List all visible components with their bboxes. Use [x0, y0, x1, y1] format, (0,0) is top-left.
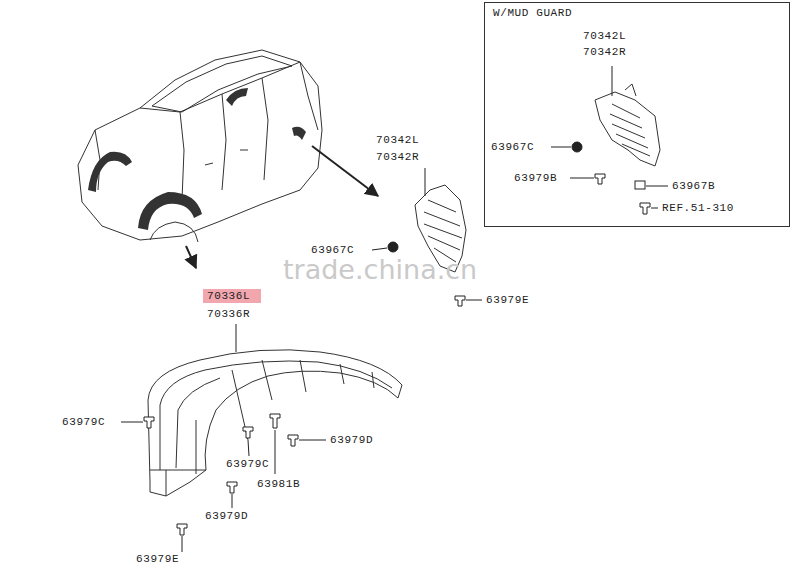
drawing-part	[180, 112, 184, 200]
drawing-part	[288, 435, 298, 446]
drawing-part	[292, 127, 306, 140]
drawing-part	[248, 440, 249, 456]
drawing-part	[300, 62, 318, 130]
drawing-part	[570, 178, 594, 179]
drawing-part	[270, 414, 280, 428]
drawing-part	[176, 378, 220, 474]
drawing-part	[88, 152, 132, 192]
callout-number: 63967C	[491, 141, 534, 154]
part-number: 70342R	[376, 151, 419, 164]
drawing-part	[232, 494, 233, 508]
leader-lines	[121, 66, 668, 552]
drawing-part	[232, 360, 374, 440]
drawing-part	[625, 84, 636, 96]
drawing-part	[236, 324, 237, 352]
inset-frame: W/MUD GUARD	[484, 2, 790, 227]
drawing-part	[222, 94, 226, 190]
mud-guard-inset	[595, 84, 660, 166]
drawing-part	[651, 208, 658, 209]
drawing-part	[425, 168, 426, 196]
drawing-part	[275, 430, 276, 474]
fastener-clips	[144, 142, 650, 535]
callout-number: 63979E	[486, 294, 529, 307]
callout-number: 63979C	[62, 416, 105, 429]
fender-liner	[148, 350, 402, 496]
part-number: 70342L	[376, 134, 419, 147]
part-number: 70342L	[583, 30, 626, 43]
callout-number: 63979B	[514, 172, 557, 185]
drawing-part	[466, 300, 482, 301]
drawing-part	[227, 482, 237, 493]
highlight-patch	[203, 289, 261, 303]
drawing-part	[150, 470, 206, 496]
drawing-part	[144, 417, 154, 428]
drawing-part	[635, 181, 645, 189]
reference-note: REF.51-310	[662, 202, 734, 215]
drawing-part	[205, 150, 248, 165]
view-arrow	[186, 146, 378, 268]
part-number: 70336L	[207, 290, 250, 303]
drawing-part	[551, 147, 571, 148]
inset-heading: W/MUD GUARD	[485, 3, 789, 24]
drawing-part	[646, 186, 668, 187]
drawing-part	[150, 222, 198, 242]
drawing-part	[148, 350, 402, 496]
drawing-part	[226, 88, 248, 106]
drawing-part	[610, 104, 650, 156]
drawing-part	[372, 248, 387, 250]
callout-number: 63979C	[226, 458, 269, 471]
drawing-part	[612, 66, 613, 96]
drawing-part	[177, 524, 187, 535]
part-number: 70336R	[207, 308, 250, 321]
drawing-part	[243, 427, 253, 438]
callout-number: 63981B	[257, 478, 300, 491]
drawing-part	[455, 296, 465, 306]
drawing-part	[186, 246, 196, 268]
car-outline	[78, 50, 322, 240]
watermark: trade.china.cn	[283, 255, 477, 285]
callout-number: 63967B	[672, 180, 715, 193]
drawing-part	[160, 361, 392, 470]
callout-number: 63979D	[330, 434, 373, 447]
drawing-part	[262, 78, 268, 180]
drawing-part	[299, 440, 326, 441]
callout-number: 63979E	[136, 553, 179, 566]
drawing-part	[78, 50, 322, 240]
drawing-part	[595, 174, 605, 184]
drawing-part	[572, 142, 582, 152]
drawing-part	[312, 146, 378, 196]
drawing-part	[640, 203, 650, 214]
drawing-part	[152, 56, 292, 112]
drawing-part	[138, 192, 202, 230]
drawing-part	[121, 422, 143, 423]
part-number: 70342R	[583, 46, 626, 59]
drawing-part	[595, 92, 660, 166]
drawing-part	[424, 200, 462, 262]
wheel-arch-highlight	[88, 88, 306, 242]
drawing-part	[388, 242, 398, 252]
drawing-part	[182, 536, 183, 552]
callout-number: 63979D	[205, 510, 248, 523]
